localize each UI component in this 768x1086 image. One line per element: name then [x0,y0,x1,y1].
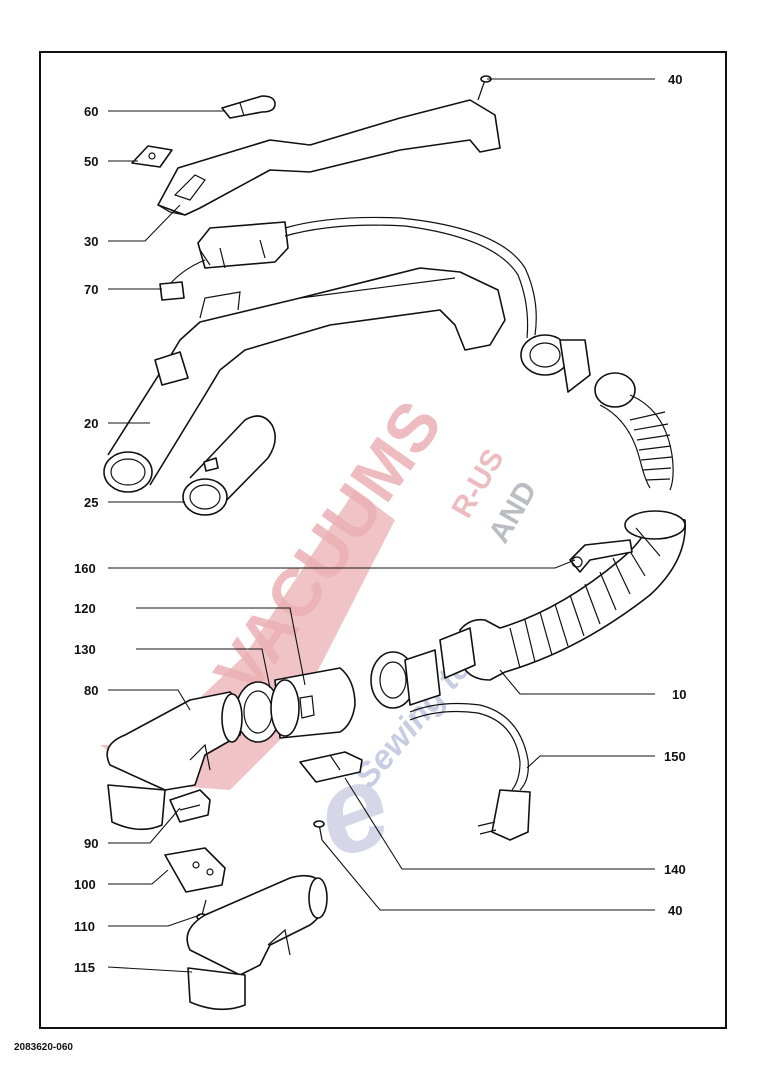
part-20-handle-lower [103,267,506,493]
callout-40-bottom: 40 [668,903,682,918]
part-hose-connector-upper [520,334,674,491]
callout-90: 90 [84,836,98,851]
callout-60: 60 [84,104,98,119]
callout-110: 110 [74,919,95,934]
part-30-handle-upper [157,99,501,216]
watermark-v-shape [100,490,395,790]
callout-labels: 40 60 50 30 70 20 25 160 120 130 80 10 1… [74,72,686,975]
hose-coils-main [509,527,661,669]
callout-20: 20 [84,416,98,431]
leader-lines [107,78,655,973]
part-60-clip [221,95,276,119]
part-40-screw-bottom [313,820,325,841]
part-160-clip [569,539,633,573]
part-80-elbow [106,691,243,831]
callout-115: 115 [74,960,95,975]
part-40-screw-top [477,75,492,101]
part-140-cover [299,751,363,783]
part-10-hose [439,510,686,681]
callout-150: 150 [664,749,686,764]
part-50-plate [131,145,173,168]
callout-30: 30 [84,234,98,249]
part-90-bracket [169,789,211,823]
drawing-code: 2083620-060 [14,1042,73,1053]
part-120-coupling [270,667,356,739]
part-70-switch [159,216,537,339]
callout-100: 100 [74,877,96,892]
hose-coils-upper [629,411,673,481]
callout-160: 160 [74,561,96,576]
diagram-frame [39,51,727,1029]
callout-120: 120 [74,601,96,616]
callout-130: 130 [74,642,96,657]
callout-10: 10 [672,687,686,702]
callout-140: 140 [664,862,686,877]
callout-25: 25 [84,495,98,510]
part-115-elbow [186,874,328,1011]
callout-80: 80 [84,683,98,698]
part-swivel [370,649,441,709]
callout-50: 50 [84,154,98,169]
part-100-plate [164,847,226,893]
part-150-cable [409,702,531,841]
callout-40-top: 40 [668,72,682,87]
part-25-tube [182,415,276,516]
callout-70: 70 [84,282,98,297]
